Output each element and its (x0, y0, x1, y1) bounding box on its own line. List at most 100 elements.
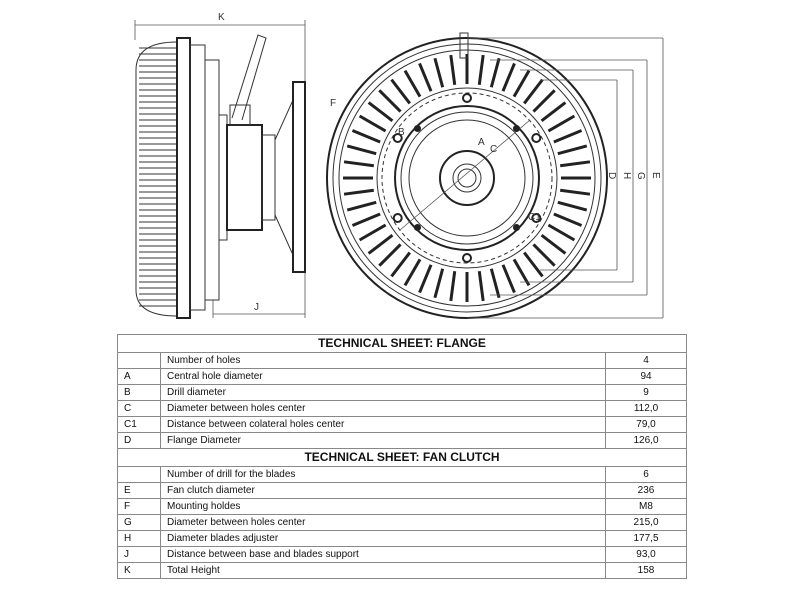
blade-slot (346, 144, 377, 156)
blade-slot (512, 258, 531, 287)
table-row: J Distance between base and blades suppo… (117, 546, 687, 563)
blade-slot (512, 69, 531, 98)
blade-slot (557, 200, 588, 212)
fan-fins (139, 47, 177, 307)
mounting-holes (392, 93, 542, 263)
blade-slot (547, 223, 576, 242)
label-b: B (398, 127, 405, 138)
blade-ring (343, 54, 591, 302)
spec-value: M8 (605, 498, 687, 515)
flange-hole (512, 223, 520, 231)
flange-hole (414, 223, 422, 231)
table-row: Number of drill for the blades 6 (117, 466, 687, 483)
spec-value: 177,5 (605, 530, 687, 547)
blade-slot (501, 62, 516, 92)
spec-description: Number of drill for the blades (160, 466, 606, 483)
blade-slot (523, 78, 544, 105)
spec-code: G (117, 514, 161, 531)
label-f: F (330, 98, 336, 109)
side-view: K J (134, 12, 306, 319)
label-e: E (650, 172, 661, 179)
spec-description: Central hole diameter (160, 368, 606, 385)
hole (392, 133, 403, 143)
base-plate (176, 37, 191, 319)
hole (392, 213, 403, 223)
spec-value: 9 (605, 384, 687, 401)
spec-code: H (117, 530, 161, 547)
blade-slot (523, 251, 544, 278)
spec-description: Diameter blades adjuster (160, 530, 606, 547)
blade-slot (540, 234, 567, 255)
blade-slot (433, 268, 445, 299)
blade-slot (343, 188, 374, 196)
blade-slot (433, 57, 445, 88)
spec-value: 158 (605, 562, 687, 579)
technical-sheet-table: TECHNICAL SHEET: FLANGE Number of holes … (117, 334, 687, 579)
spec-value: 6 (605, 466, 687, 483)
label-j: J (254, 302, 259, 313)
table-row: Number of holes 4 (117, 352, 687, 369)
blade-slot (403, 258, 422, 287)
spec-description: Number of holes (160, 352, 606, 369)
technical-drawing: K J A C B C1 F (134, 12, 664, 319)
spec-description: Total Height (160, 562, 606, 579)
blade-slot (553, 129, 583, 144)
spec-code (117, 352, 161, 369)
table-row: F Mounting holdes M8 (117, 498, 687, 515)
blade-slot (477, 54, 485, 85)
table-row: H Diameter blades adjuster 177,5 (117, 530, 687, 547)
spec-description: Diameter between holes center (160, 400, 606, 417)
blade-slot (378, 89, 402, 113)
blade-slot (367, 101, 394, 122)
blade-slot (477, 271, 485, 302)
label-c1: C1 (528, 212, 541, 223)
blade-slot (449, 54, 457, 85)
spec-code: C1 (117, 416, 161, 433)
blade-slot (489, 268, 501, 299)
hole (462, 253, 472, 263)
sensor-stub (459, 32, 469, 59)
spec-description: Flange Diameter (160, 432, 606, 449)
blade-slot (557, 144, 588, 156)
blade-slot (351, 129, 381, 144)
blade-slot (390, 78, 411, 105)
spec-value: 215,0 (605, 514, 687, 531)
blade-slot (418, 62, 433, 92)
spec-value: 236 (605, 482, 687, 499)
blade-slot (390, 251, 411, 278)
spec-value: 93,0 (605, 546, 687, 563)
spec-value: 126,0 (605, 432, 687, 449)
table-row: C Diameter between holes center 112,0 (117, 400, 687, 417)
table-row: K Total Height 158 (117, 562, 687, 579)
hole (531, 213, 542, 223)
label-h: H (621, 172, 632, 179)
table-row: G Diameter between holes center 215,0 (117, 514, 687, 531)
flange-hole (512, 125, 520, 133)
label-k: K (218, 12, 225, 23)
clutch-body (226, 124, 263, 231)
front-view: A C B C1 F D H G E (326, 32, 664, 319)
blade-slot (351, 212, 381, 227)
table-row: B Drill diameter 9 (117, 384, 687, 401)
spec-code (117, 466, 161, 483)
spec-value: 112,0 (605, 400, 687, 417)
section-title: TECHNICAL SHEET: FLANGE (117, 334, 687, 353)
blade-slot (540, 101, 567, 122)
label-c: C (490, 144, 497, 155)
blade-slot (532, 243, 556, 267)
spec-description: Drill diameter (160, 384, 606, 401)
spec-value: 79,0 (605, 416, 687, 433)
spec-code: B (117, 384, 161, 401)
table-row: C1 Distance between colateral holes cent… (117, 416, 687, 433)
hole (531, 133, 542, 143)
blade-slot (343, 160, 374, 168)
sensor-cable (231, 34, 267, 121)
flange (394, 105, 540, 251)
blade-slot (358, 114, 387, 133)
hole (462, 93, 472, 103)
spec-code: D (117, 432, 161, 449)
blade-slot (560, 188, 591, 196)
spec-code: C (117, 400, 161, 417)
spec-description: Mounting holdes (160, 498, 606, 515)
spec-description: Diameter between holes center (160, 514, 606, 531)
